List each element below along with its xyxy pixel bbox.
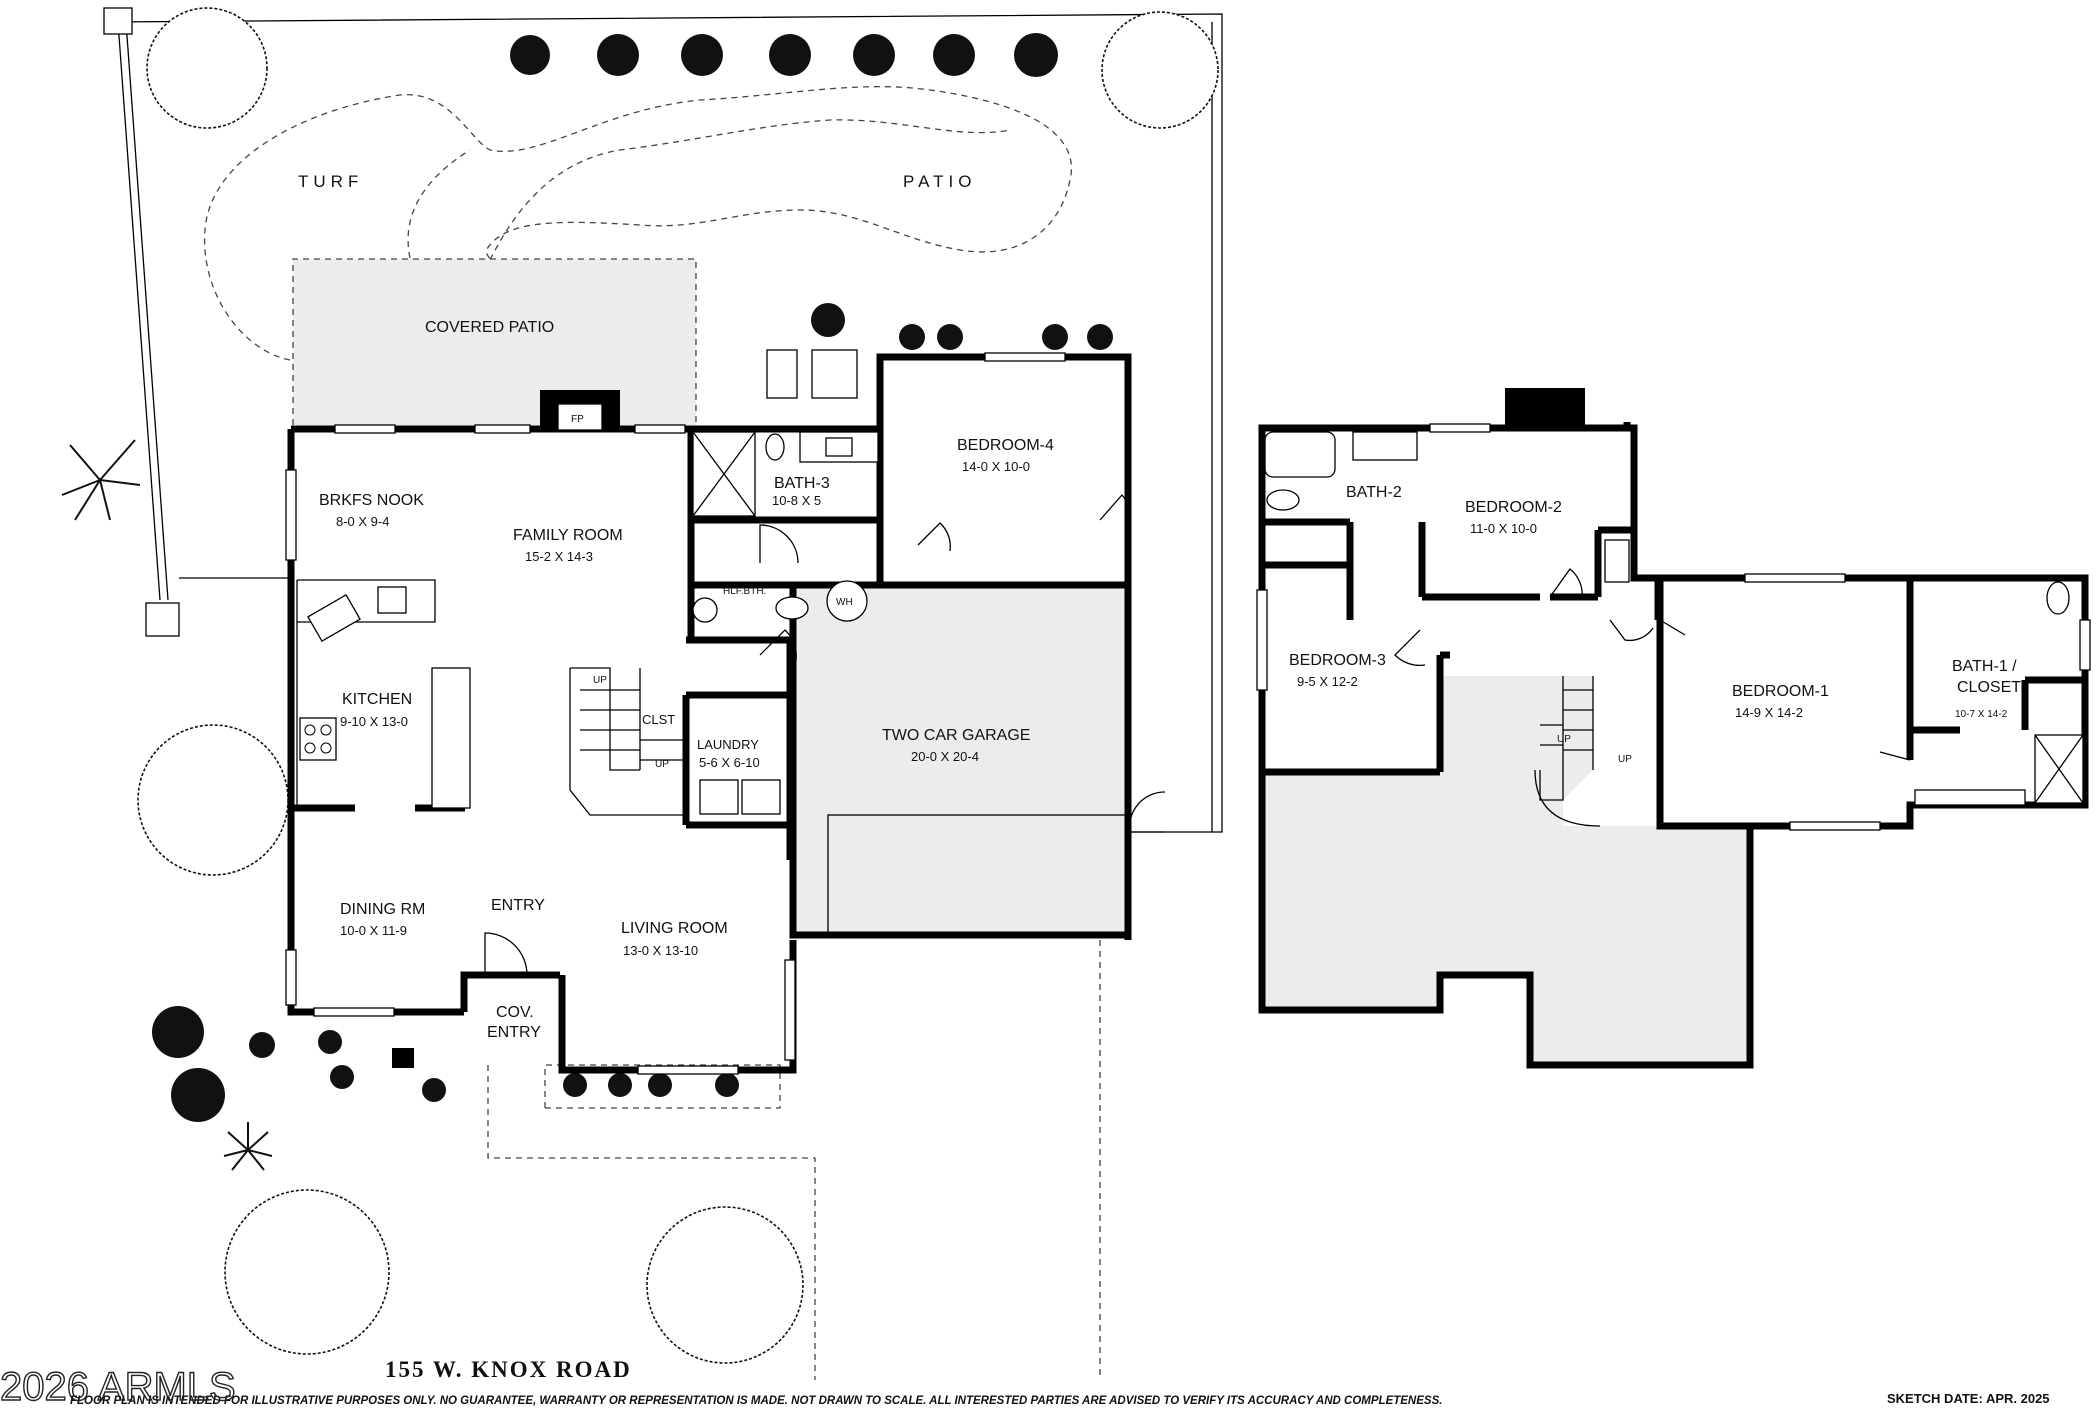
living-name: LIVING ROOM	[621, 920, 728, 937]
garage-dims: 20-0 X 20-4	[911, 749, 979, 764]
dining-dims: 10-0 X 11-9	[340, 923, 407, 938]
main-stairs: UP UP	[569, 667, 686, 816]
svg-text:UP: UP	[655, 759, 669, 770]
disclaimer: FLOOR PLAN IS INTENDED FOR ILLUSTRATIVE …	[70, 1395, 1442, 1407]
patio-table	[811, 349, 858, 399]
corner-post	[103, 7, 133, 35]
bath3-name: BATH-3	[774, 475, 830, 492]
tree	[137, 724, 289, 876]
windows	[285, 352, 1066, 1075]
bedroom1-dims: 14-9 X 14-2	[1735, 705, 1803, 720]
laundry-dims: 5-6 X 6-10	[699, 755, 760, 770]
vanity-icon	[1914, 789, 2026, 806]
bedroom2-dims: 11-0 X 10-0	[1470, 521, 1537, 536]
toilet-icon	[1266, 489, 1300, 511]
patio-chair	[766, 349, 798, 399]
bedroom1-name: BEDROOM-1	[1732, 683, 1829, 700]
sink-icon	[307, 593, 361, 643]
closet-icon	[1604, 539, 1630, 583]
closet-label: CLST	[642, 712, 675, 727]
bath1-line1: BATH-1 /	[1952, 658, 2017, 675]
palm-icon	[61, 439, 141, 521]
kitchen-dims: 9-10 X 13-0	[340, 714, 408, 729]
brkfs-nook-dims: 8-0 X 9-4	[336, 514, 389, 529]
covered-patio-label: COVERED PATIO	[425, 319, 554, 336]
bedroom4-dims: 14-0 X 10-0	[962, 459, 1030, 474]
bathtub-icon	[1264, 431, 1336, 478]
water-heater-label: WH	[836, 597, 853, 608]
bath2-label: BATH-2	[1346, 484, 1402, 501]
windows	[1256, 423, 2091, 831]
svg-text:UP: UP	[1557, 734, 1571, 745]
dining-name: DINING RM	[340, 901, 425, 918]
bedroom3-dims: 9-5 X 12-2	[1297, 674, 1358, 689]
shrub-row	[152, 33, 1113, 1122]
toilet-icon	[775, 596, 809, 620]
range-icon	[299, 717, 337, 761]
garage-door	[827, 814, 1129, 936]
garage-floor	[792, 585, 1128, 935]
svg-text:UP: UP	[1618, 754, 1632, 765]
toilet-icon	[2046, 581, 2070, 615]
family-room-dims: 15-2 X 14-3	[525, 549, 593, 564]
laundry-name: LAUNDRY	[697, 737, 759, 752]
main-floor: COVERED PATIO FP	[285, 258, 1166, 1075]
fireplace-label: FP	[571, 414, 584, 425]
agave-icon	[223, 1122, 273, 1171]
yard: TURF PATIO	[61, 7, 1223, 1380]
tree	[646, 1206, 804, 1364]
bath3-dims: 10-8 X 5	[772, 493, 821, 508]
bedroom4-name: BEDROOM-4	[957, 437, 1054, 454]
toilet-icon	[765, 433, 785, 461]
svg-text:UP: UP	[593, 675, 607, 686]
bath1-line2: CLOSET	[1957, 679, 2021, 696]
bedroom3-name: BEDROOM-3	[1289, 652, 1386, 669]
turf-border	[203, 85, 1072, 361]
vanity-icon	[1352, 431, 1418, 461]
cov-entry-line1: COV.	[496, 1004, 534, 1021]
property-address: 155 W. KNOX ROAD	[385, 1357, 632, 1382]
covered-patio	[293, 259, 696, 425]
cov-entry-line2: ENTRY	[487, 1024, 541, 1041]
patio-label: PATIO	[903, 172, 977, 191]
turf-label: TURF	[298, 172, 363, 191]
tree	[146, 7, 268, 129]
kitchen-name: KITCHEN	[342, 691, 412, 708]
upper-stairs: UP UP	[1534, 676, 1632, 827]
tree	[224, 1189, 390, 1355]
bedroom2-name: BEDROOM-2	[1465, 499, 1562, 516]
brkfs-nook-name: BRKFS NOOK	[319, 492, 424, 509]
half-bath-label: HLF.BTH.	[723, 586, 766, 597]
upper-outer-wall	[1258, 578, 1754, 1069]
watermark: 2026 ARMLS	[0, 1365, 236, 1409]
family-room-name: FAMILY ROOM	[513, 527, 623, 544]
upper-floor: UP UP BATH-2 BEDROOM-2 11-0 X 10-0 BEDRO…	[1256, 388, 2091, 1069]
sink-icon	[692, 597, 718, 623]
bath1-dims: 10-7 X 14-2	[1955, 709, 2008, 720]
garage-name: TWO CAR GARAGE	[882, 727, 1030, 744]
entry-label: ENTRY	[491, 897, 545, 914]
washer-icon	[699, 779, 739, 815]
tree	[1101, 11, 1219, 129]
property-line	[109, 13, 1223, 833]
corner-post	[145, 602, 180, 637]
water-heater-icon	[826, 580, 868, 622]
sketch-date: SKETCH DATE: APR. 2025	[1887, 1391, 2050, 1406]
living-dims: 13-0 X 13-10	[623, 943, 698, 958]
dryer-icon	[741, 779, 781, 815]
